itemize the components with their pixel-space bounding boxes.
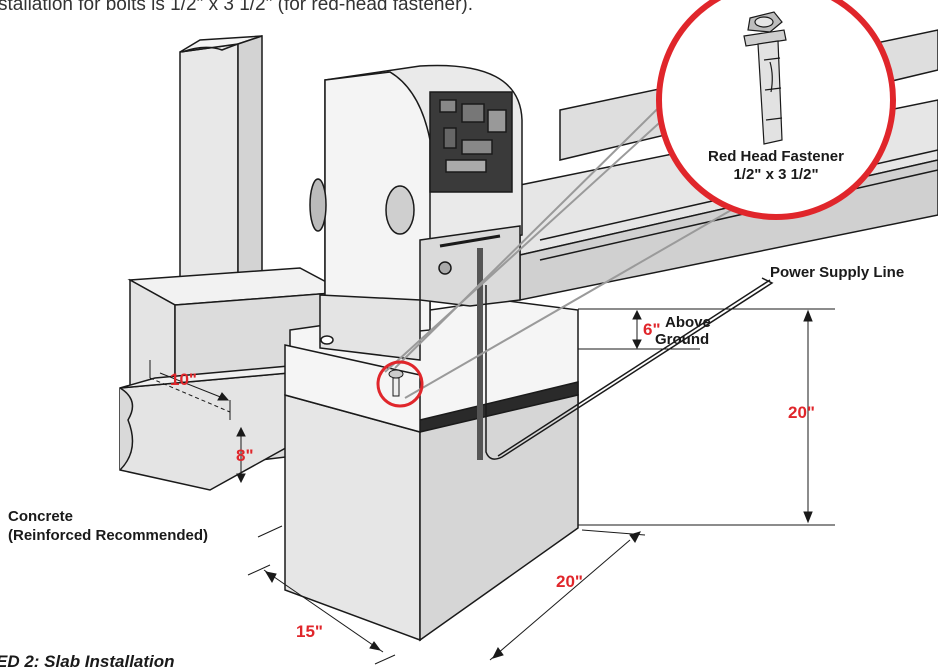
fastener-size: 1/2" x 3 1/2" <box>733 166 819 183</box>
ground-label: Ground <box>655 331 710 348</box>
above-label: Above <box>665 314 711 331</box>
anchor-highlight-circle <box>376 360 424 408</box>
pad-width-dimension: 15" <box>296 622 323 641</box>
slot-depth-dimension: 8" <box>236 446 254 465</box>
figure-title: ED 2: Slab Installation <box>0 652 175 671</box>
anchor-bolt-small <box>388 369 404 397</box>
power-supply-label: Power Supply Line <box>770 264 905 281</box>
reinforced-label: (Reinforced Recommended) <box>8 527 209 544</box>
red-head-fastener-icon <box>743 11 787 145</box>
fastener-callout-text: Red Head Fastener 1/2" x 3 1/2" <box>672 148 880 184</box>
dimension-lines <box>159 308 835 665</box>
top-caption: stallation for bolts is 1/2" x 3 1/2" (f… <box>0 0 473 15</box>
slot-width-dimension: 10" <box>170 370 197 389</box>
fastener-title: Red Head Fastener <box>708 148 844 165</box>
gate-post <box>179 34 263 332</box>
gate-operator <box>309 64 523 460</box>
concrete-pad <box>284 299 579 642</box>
concrete-label: Concrete <box>8 508 74 525</box>
above-ground-dimension: 6" <box>643 320 661 339</box>
pad-height-dimension: 20" <box>788 403 815 422</box>
pad-depth-dimension: 20" <box>556 572 583 591</box>
